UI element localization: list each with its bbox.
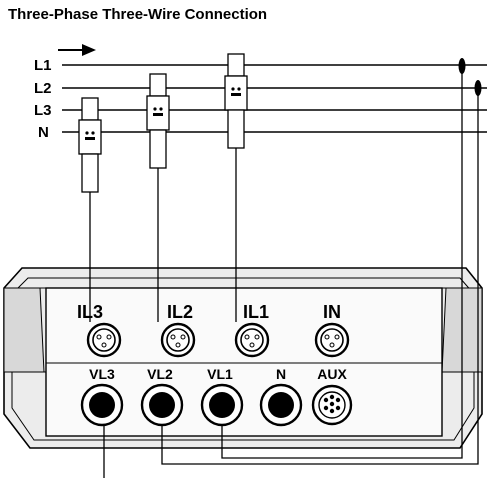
voltage-input-label: VL1: [207, 366, 233, 382]
current-input-label: IL1: [243, 302, 269, 322]
current-input-il3[interactable]: IL3: [77, 302, 122, 358]
voltage-input-label: AUX: [317, 366, 347, 382]
current-clamp-il1: [224, 53, 248, 149]
current-input-label: IL3: [77, 302, 103, 322]
voltage-input-vl2[interactable]: VL2: [140, 366, 184, 427]
junction-l2: [474, 80, 482, 96]
current-input-in[interactable]: IN: [314, 302, 350, 358]
current-clamp-il3: [78, 97, 102, 193]
current-input-il2[interactable]: IL2: [160, 302, 196, 358]
instrument-body: [3, 267, 483, 449]
current-clamp-il2: [146, 73, 170, 169]
line-label-l2: L2: [34, 80, 52, 97]
voltage-input-label: VL3: [89, 366, 115, 382]
diagram-title: Three-Phase Three-Wire Connection: [8, 6, 268, 23]
voltage-input-label: N: [276, 366, 286, 382]
voltage-input-vl3[interactable]: VL3: [80, 366, 124, 427]
voltage-input-label: VL2: [147, 366, 173, 382]
aux-input[interactable]: AUX: [311, 366, 353, 426]
current-input-label: IN: [323, 302, 341, 322]
line-label-l3: L3: [34, 102, 52, 119]
current-input-label: IL2: [167, 302, 193, 322]
clamp-cables: [89, 148, 237, 322]
current-input-il1[interactable]: IL1: [234, 302, 270, 358]
line-label-l1: L1: [34, 57, 52, 74]
line-label-n: N: [38, 124, 49, 141]
voltage-input-vl1[interactable]: VL1: [200, 366, 244, 427]
flow-direction-arrow-icon: [58, 44, 96, 56]
voltage-input-n[interactable]: N: [259, 366, 303, 427]
power-lines: [62, 64, 487, 133]
junction-l1: [458, 58, 466, 74]
